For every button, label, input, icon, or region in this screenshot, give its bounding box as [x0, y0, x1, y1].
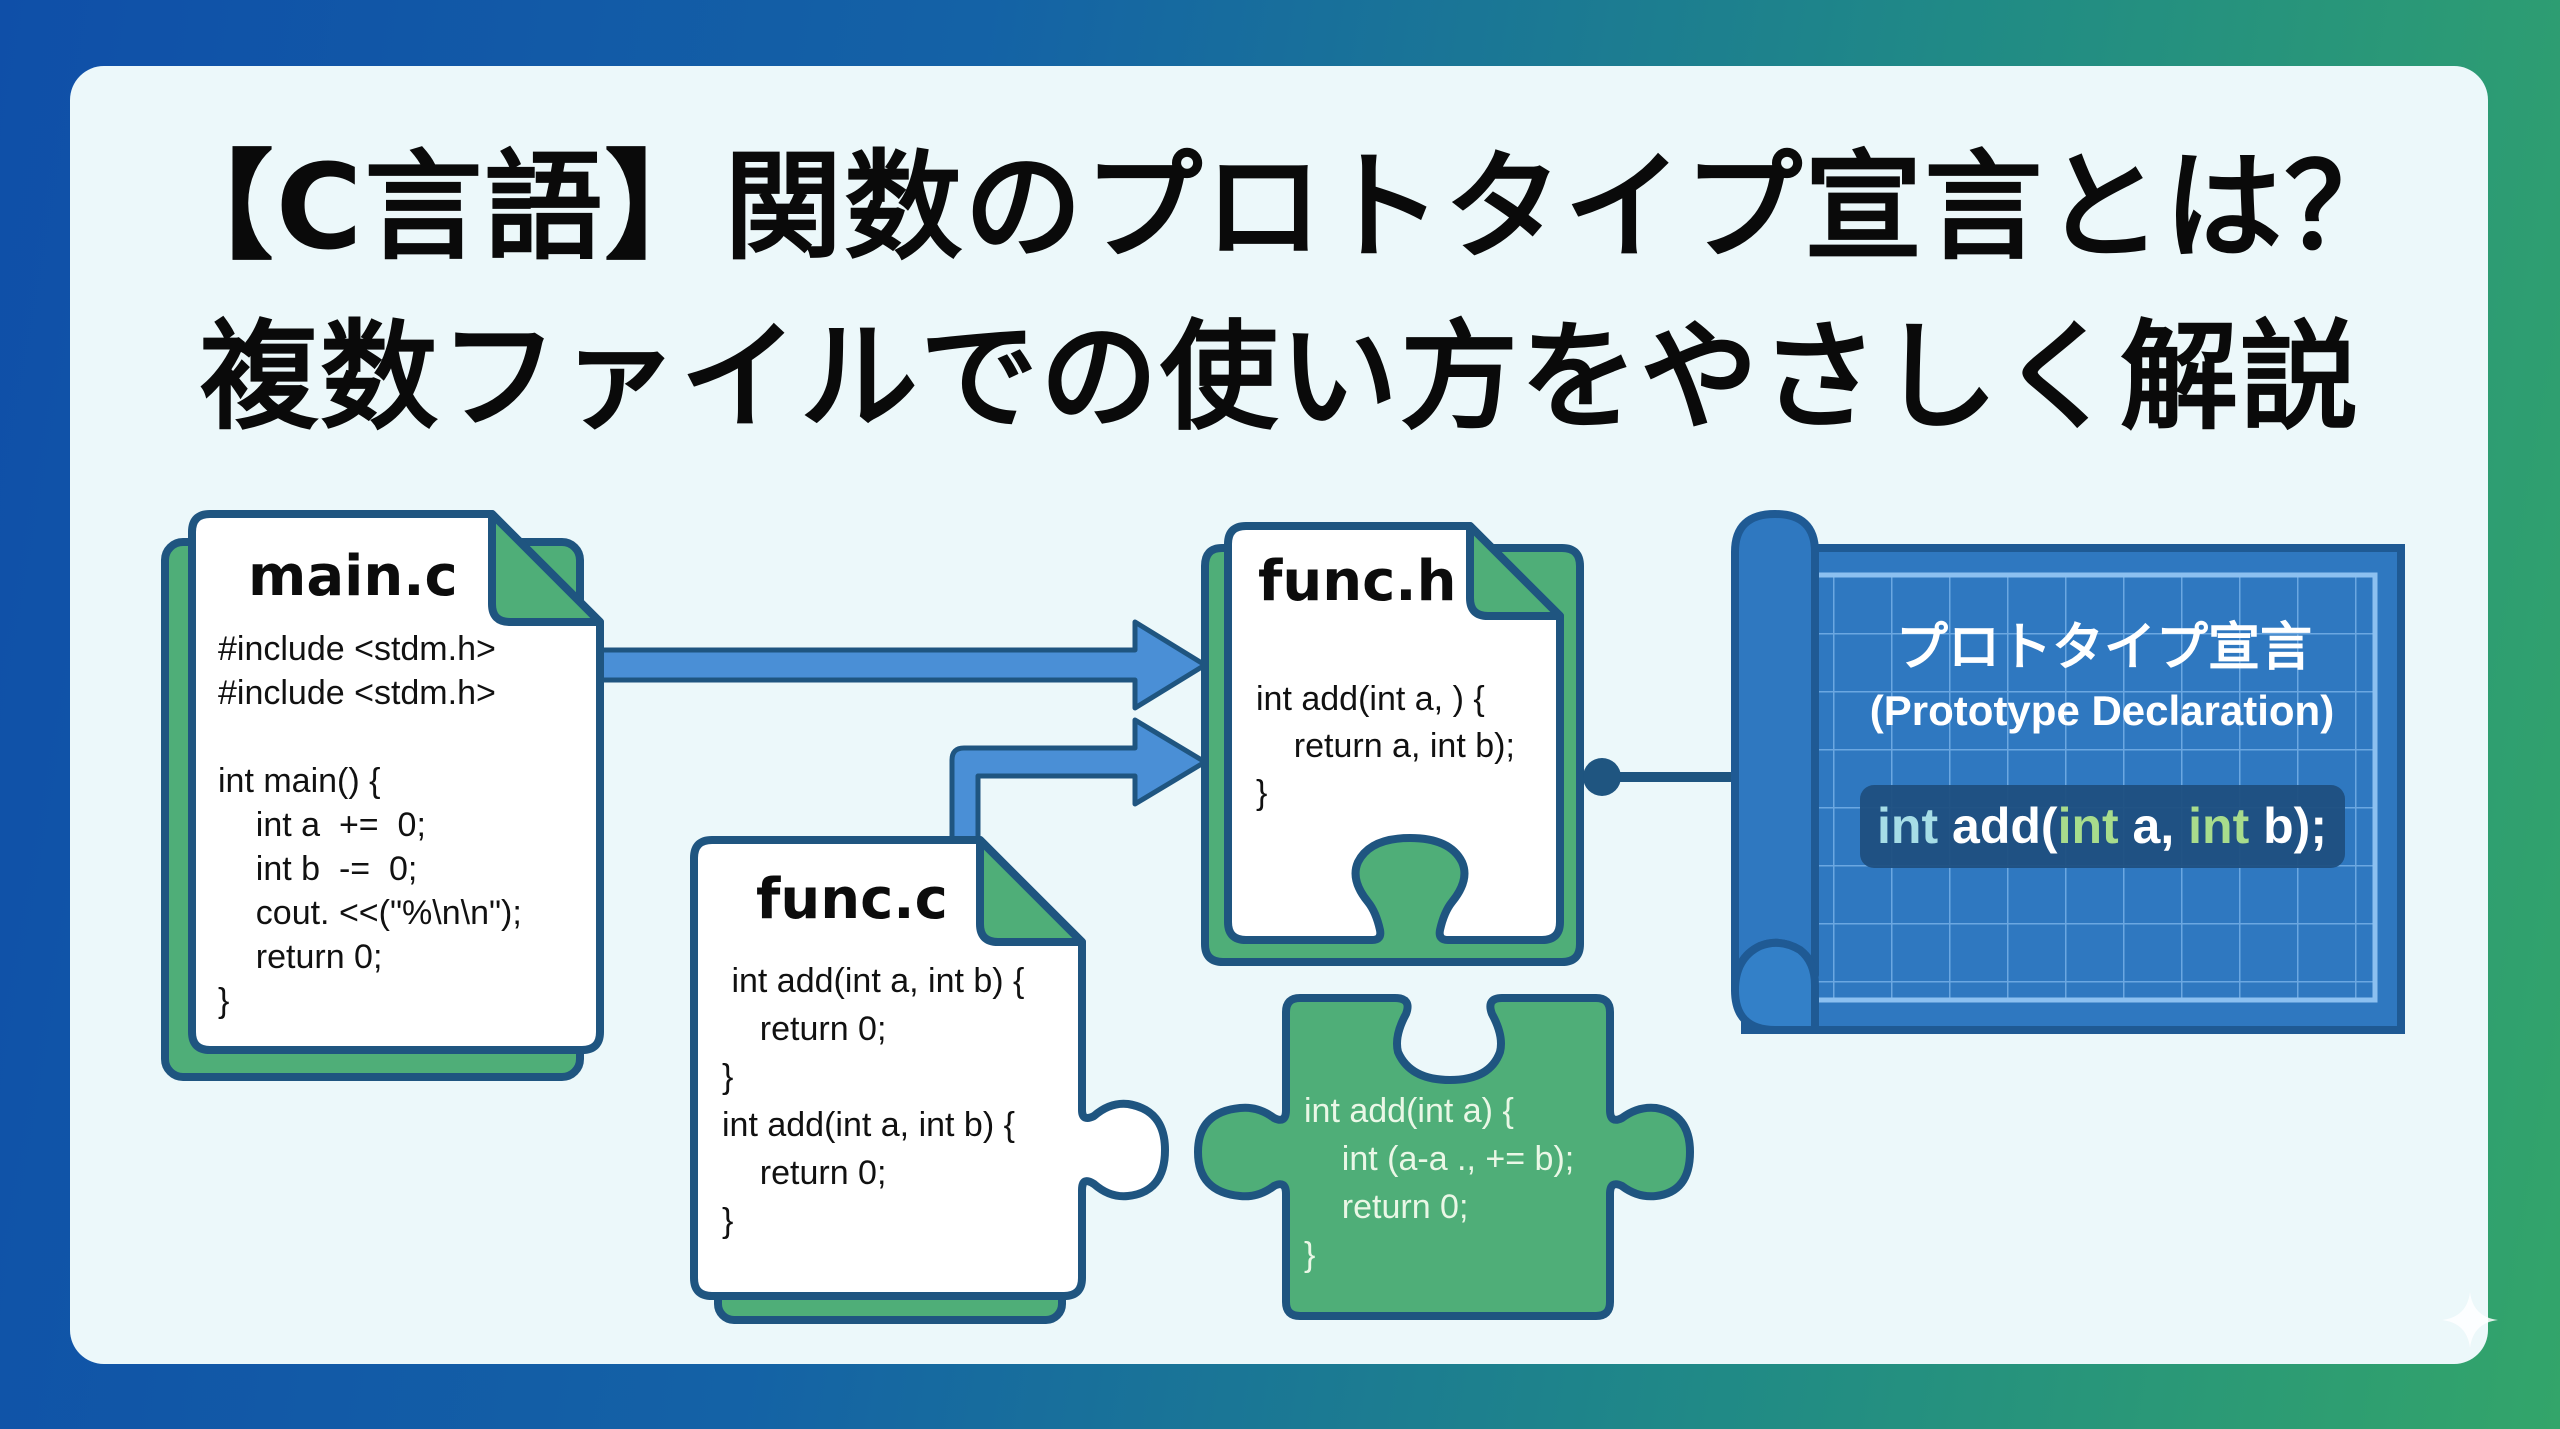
code-token: int — [2188, 798, 2249, 854]
code-func-c: int add(int a, int b) { return 0; } int … — [722, 962, 1024, 1240]
code-line: int add(int a, int b) { — [722, 962, 1024, 1000]
prototype-code-box — [1860, 785, 2345, 868]
folded-corner-icon — [488, 510, 604, 626]
code-token: int — [2058, 798, 2119, 854]
arrow-func-c-to-header — [949, 717, 1208, 843]
code-line: cout. <<("%\n\n"); — [218, 894, 522, 932]
folded-corner-icon — [976, 836, 1086, 946]
sparkle-icon — [2442, 1292, 2498, 1348]
code-main-c: #include <stdm.h> #include <stdm.h> int … — [218, 630, 522, 1020]
code-line: return 0; — [1304, 1188, 1468, 1226]
page-title-line-2: 複数ファイルでの使い方をやさしく解説 — [199, 308, 2360, 446]
code-line: return 0; — [722, 1154, 886, 1192]
code-line: int add(int a, ) { — [1256, 680, 1485, 718]
file-func-h: func.h int add(int a, ) { return a, int … — [1201, 522, 1584, 966]
filename-func-h: func.h — [1258, 549, 1456, 614]
file-main-c: main.c #include <stdm.h> #include <stdm.… — [161, 510, 604, 1081]
code-line: } — [1304, 1236, 1315, 1274]
code-line: return a, int b); — [1256, 727, 1515, 765]
filename-main-c: main.c — [248, 544, 458, 609]
code-line: return 0; — [218, 938, 382, 976]
blueprint-subtitle: (Prototype Declaration) — [1870, 687, 2334, 734]
folded-corner-icon — [1466, 522, 1564, 620]
code-line: #include <stdm.h> — [218, 674, 496, 712]
code-line: } — [1256, 774, 1267, 812]
code-line: int add(int a) { — [1304, 1092, 1514, 1130]
code-line: int add(int a, int b) { — [722, 1106, 1015, 1144]
code-line: int main() { — [218, 762, 381, 800]
code-line: } — [218, 982, 229, 1020]
blueprint-prototype-declaration: プロトタイプ宣言 (Prototype Declaration) int add… — [1731, 510, 2405, 1034]
code-puzzle-piece: int add(int a) { int (a-a ., += b); retu… — [1304, 1092, 1574, 1274]
code-token: int — [1877, 798, 1938, 854]
code-token: add( — [1938, 798, 2058, 854]
code-line: #include <stdm.h> — [218, 630, 496, 668]
arrow-main-to-header — [595, 619, 1208, 711]
prototype-code: int add(int a, int b); — [1877, 798, 2327, 854]
scroll-roll-icon — [1731, 510, 1819, 994]
code-func-h: int add(int a, ) { return a, int b); } — [1256, 680, 1515, 812]
code-line: int b -= 0; — [218, 850, 417, 888]
connector-header-to-prototype — [1583, 758, 1740, 796]
code-line: } — [722, 1202, 733, 1240]
code-line: int a += 0; — [218, 806, 426, 844]
code-line: return 0; — [722, 1010, 886, 1048]
code-line: int (a-a ., += b); — [1304, 1140, 1574, 1178]
code-line: } — [722, 1058, 733, 1096]
blueprint-title: プロトタイプ宣言 — [1896, 618, 2312, 678]
code-token: a, — [2119, 798, 2188, 854]
code-token: b); — [2249, 798, 2327, 854]
puzzle-piece: int add(int a) { int (a-a ., += b); retu… — [1194, 994, 1694, 1320]
connector-dot-icon — [1583, 758, 1621, 796]
file-func-c: func.c int add(int a, int b) { return 0;… — [690, 836, 1169, 1324]
filename-func-c: func.c — [756, 867, 948, 932]
page-title-line-1: 【C言語】関数のプロトタイプ宣言とは？ — [155, 138, 2405, 276]
